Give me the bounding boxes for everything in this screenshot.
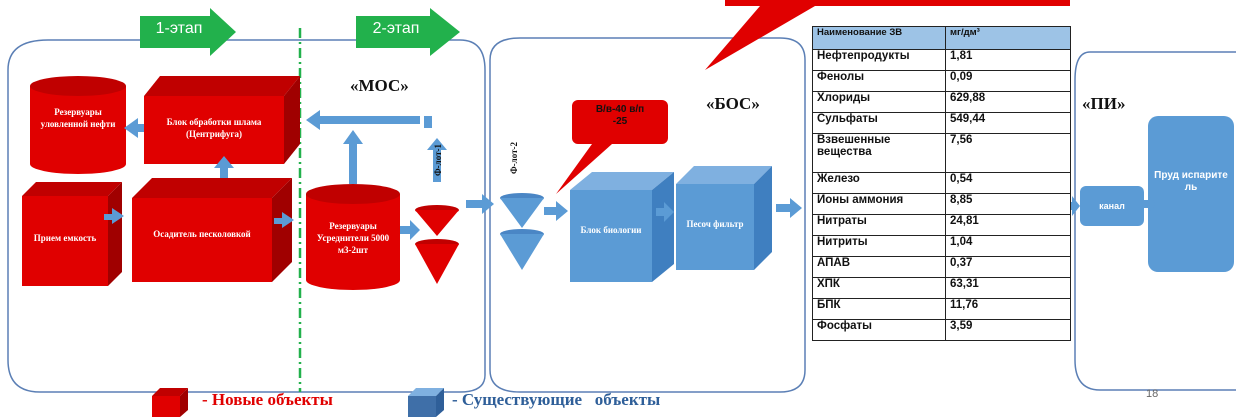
legend-new-swatch [152, 388, 188, 417]
bos-callout-label: В/в-40 в/п -25 [595, 104, 645, 127]
row-name: Нитриты [812, 235, 946, 257]
receiving-tank-shape [22, 182, 122, 286]
pond-label: Пруд испарите ль [1154, 170, 1228, 193]
row-name: АПАВ [812, 256, 946, 278]
row-value: 1,81 [945, 49, 1071, 71]
sand-trap-label: Осадитель песколовкой [153, 229, 251, 239]
sludge-unit-shape [144, 76, 300, 164]
mos-frame [7, 39, 486, 393]
legend-existing-swatch [408, 388, 444, 417]
pond-shape [1148, 116, 1234, 272]
row-value: 7,56 [945, 133, 1071, 173]
channel-label: канал [1099, 201, 1125, 211]
row-value: 629,88 [945, 91, 1071, 113]
legend-existing-label: - Существующие объекты [452, 390, 661, 409]
row-name: Нитраты [812, 214, 946, 236]
stage1-arrow [140, 8, 236, 56]
row-value: 0,54 [945, 172, 1071, 194]
stage2-arrow [356, 8, 460, 56]
bos-callout-shape [556, 100, 668, 194]
settling-tanks-shape [306, 184, 400, 290]
row-value: 549,44 [945, 112, 1071, 134]
row-value: 0,37 [945, 256, 1071, 278]
sand-filter-shape [676, 166, 772, 270]
row-value: 8,85 [945, 193, 1071, 215]
bos-title: «БОС» [706, 94, 760, 113]
header-unit: мг/дм³ [945, 26, 1071, 50]
row-name: Сульфаты [812, 112, 946, 134]
flotator2-shape [500, 193, 544, 270]
pi-frame [1074, 51, 1236, 391]
sand-trap-shape [132, 178, 292, 282]
row-name: Хлориды [812, 91, 946, 113]
flow-arrows [104, 110, 1156, 240]
bio-block-shape [570, 172, 674, 282]
row-name: Фенолы [812, 70, 946, 92]
stage2-label: 2-этап [372, 20, 420, 37]
flotator2-label: Ф-лот-2 [509, 141, 519, 175]
flotator1-label: Ф-лот-1 [433, 143, 443, 177]
row-name: Взвешенные вещества [812, 133, 946, 173]
row-name: ХПК [812, 277, 946, 299]
bio-block-label: Блок биологии [580, 225, 642, 235]
bos-frame [489, 37, 806, 393]
row-value: 3,59 [945, 319, 1071, 341]
legend-new-label: - Новые объекты [202, 390, 333, 409]
row-value: 24,81 [945, 214, 1071, 236]
row-value: 11,76 [945, 298, 1071, 320]
mos-title: «МОС» [350, 76, 409, 95]
row-name: Железо [812, 172, 946, 194]
page-number: 18 [1146, 388, 1159, 400]
row-name: БПК [812, 298, 946, 320]
oil-tank-label: Резервуары уловленной нефти [40, 107, 116, 129]
row-name: Нефтепродукты [812, 49, 946, 71]
header-name: Наименование ЗВ [812, 26, 946, 50]
row-value: 1,04 [945, 235, 1071, 257]
row-value: 0,09 [945, 70, 1071, 92]
row-name: Ионы аммония [812, 193, 946, 215]
table-header-row: Наименование ЗВ мг/дм³ [812, 26, 1071, 50]
sand-filter-label: Песоч фильтр [686, 219, 744, 229]
stage1-label: 1-этап [155, 20, 203, 37]
row-value: 63,31 [945, 277, 1071, 299]
settling-tanks-label: Резервуары Усреднители 5000 м3-2шт [316, 221, 390, 255]
flotator1-shape [415, 205, 459, 284]
receiving-tank-label: Прием емкость [33, 233, 97, 243]
pi-title: «ПИ» [1082, 94, 1126, 113]
sludge-unit-label: Блок обработки шлама (Центрифуга) [166, 117, 262, 139]
oil-tank-shape [30, 76, 126, 174]
row-name: Фосфаты [812, 319, 946, 341]
channel-shape [1080, 186, 1144, 226]
